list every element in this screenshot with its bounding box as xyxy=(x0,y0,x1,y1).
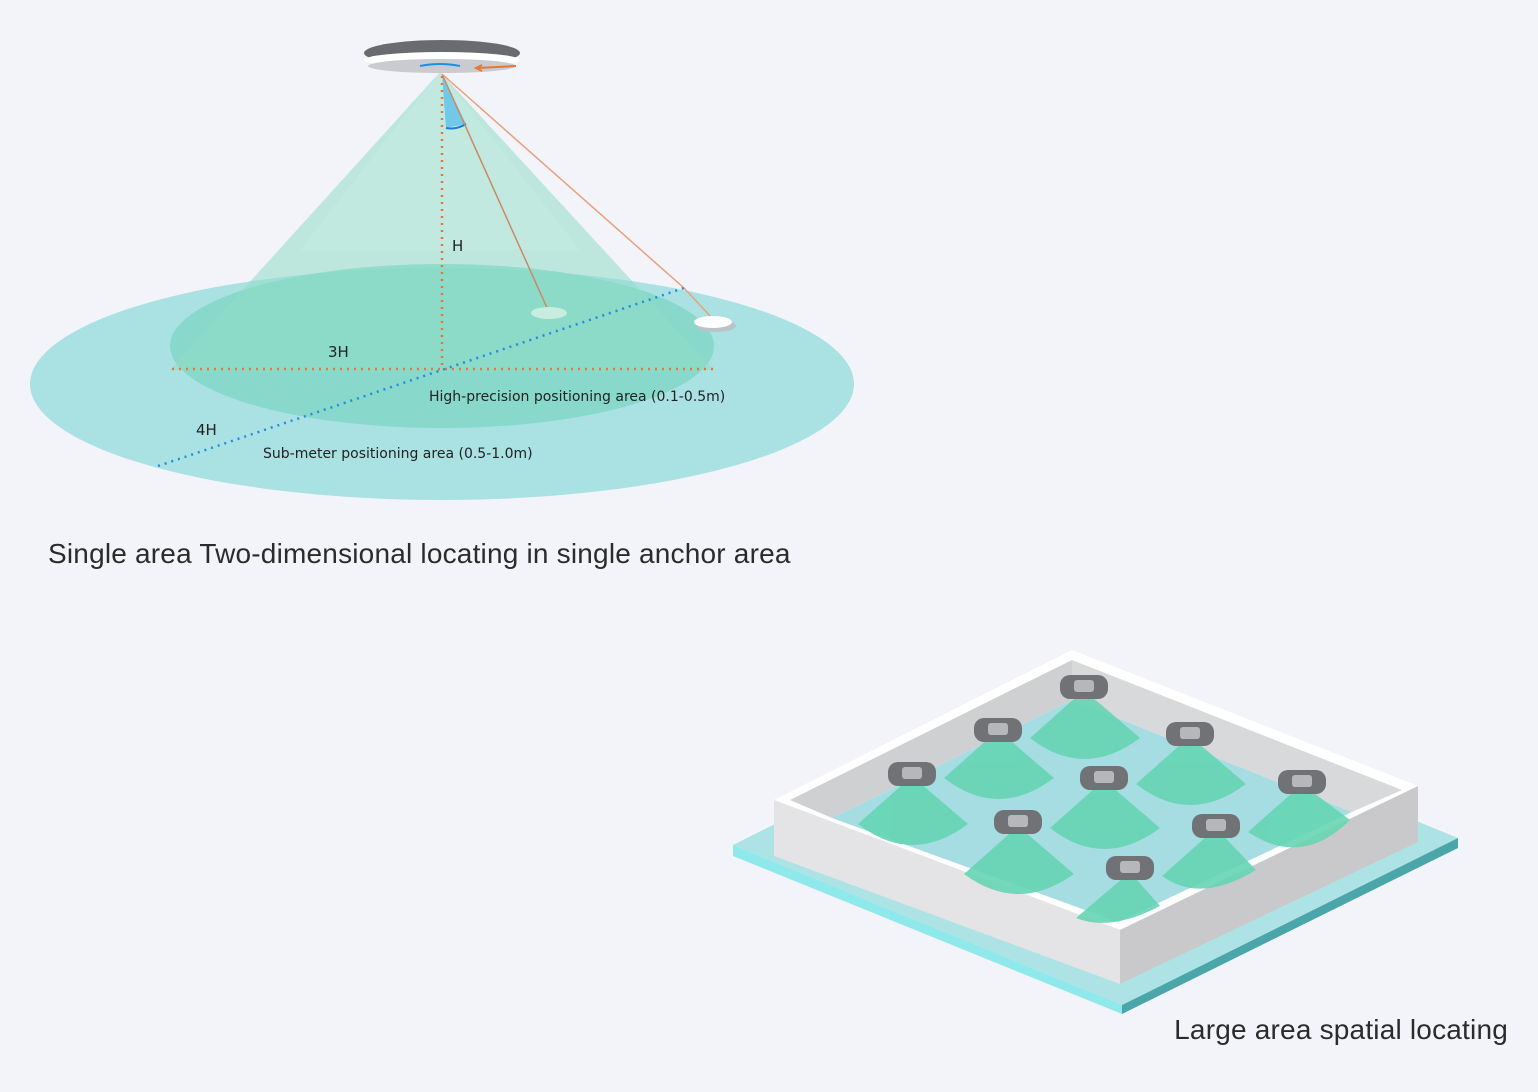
anchor-device xyxy=(364,40,520,73)
anchor-7 xyxy=(994,810,1042,834)
radius-4h-label: 4H xyxy=(196,421,217,439)
wall-outer-left xyxy=(774,800,1120,984)
anchor-6 xyxy=(1278,770,1326,794)
anchor-devices xyxy=(888,675,1326,880)
anchor-5 xyxy=(1080,766,1128,790)
single-anchor-illustration: H 3H 4H High-precision positioning area … xyxy=(30,40,854,500)
cone-4 xyxy=(858,776,968,845)
coverage-cone-highlight xyxy=(300,72,580,250)
anchor-8 xyxy=(1192,814,1240,838)
anchor-1 xyxy=(1060,675,1108,699)
cone-5 xyxy=(1050,780,1160,849)
coverage-cone xyxy=(170,72,714,370)
cone-2 xyxy=(944,730,1054,799)
tag-1 xyxy=(531,307,567,319)
cone-6 xyxy=(1248,784,1350,848)
radius-4h-line xyxy=(157,286,685,468)
coverage-cones xyxy=(858,690,1350,923)
cone-9 xyxy=(1076,872,1160,923)
cone-7 xyxy=(964,826,1074,894)
cone-8 xyxy=(1162,828,1256,889)
wall-inner-back-left xyxy=(790,660,1072,818)
anchor-9 xyxy=(1106,856,1154,880)
anchor-4 xyxy=(888,762,936,786)
anchor-2 xyxy=(974,718,1022,742)
radius-3h-label: 3H xyxy=(328,343,349,361)
tag-line-1 xyxy=(441,73,549,311)
tag-line-2 xyxy=(441,73,685,289)
height-label: H xyxy=(452,237,463,255)
high-precision-label: High-precision positioning area (0.1-0.5… xyxy=(429,389,725,405)
single-anchor-diagram: H 3H 4H High-precision positioning area … xyxy=(0,0,900,600)
base-slab-right xyxy=(1122,838,1458,1014)
tag-2 xyxy=(694,316,732,328)
base-slab-left xyxy=(733,845,1122,1014)
anchor-3 xyxy=(1166,722,1214,746)
cone-3 xyxy=(1136,736,1246,805)
large-area-caption: Large area spatial locating xyxy=(1174,1014,1508,1045)
tag-line-3 xyxy=(683,287,713,319)
cone-1 xyxy=(1030,690,1140,759)
wall-outer-right xyxy=(1120,786,1418,984)
single-area-caption: Single area Two-dimensional locating in … xyxy=(48,538,791,569)
large-area-illustration xyxy=(733,650,1458,1014)
sub-meter-label: Sub-meter positioning area (0.5-1.0m) xyxy=(263,446,533,462)
large-area-diagram xyxy=(700,620,1538,1092)
